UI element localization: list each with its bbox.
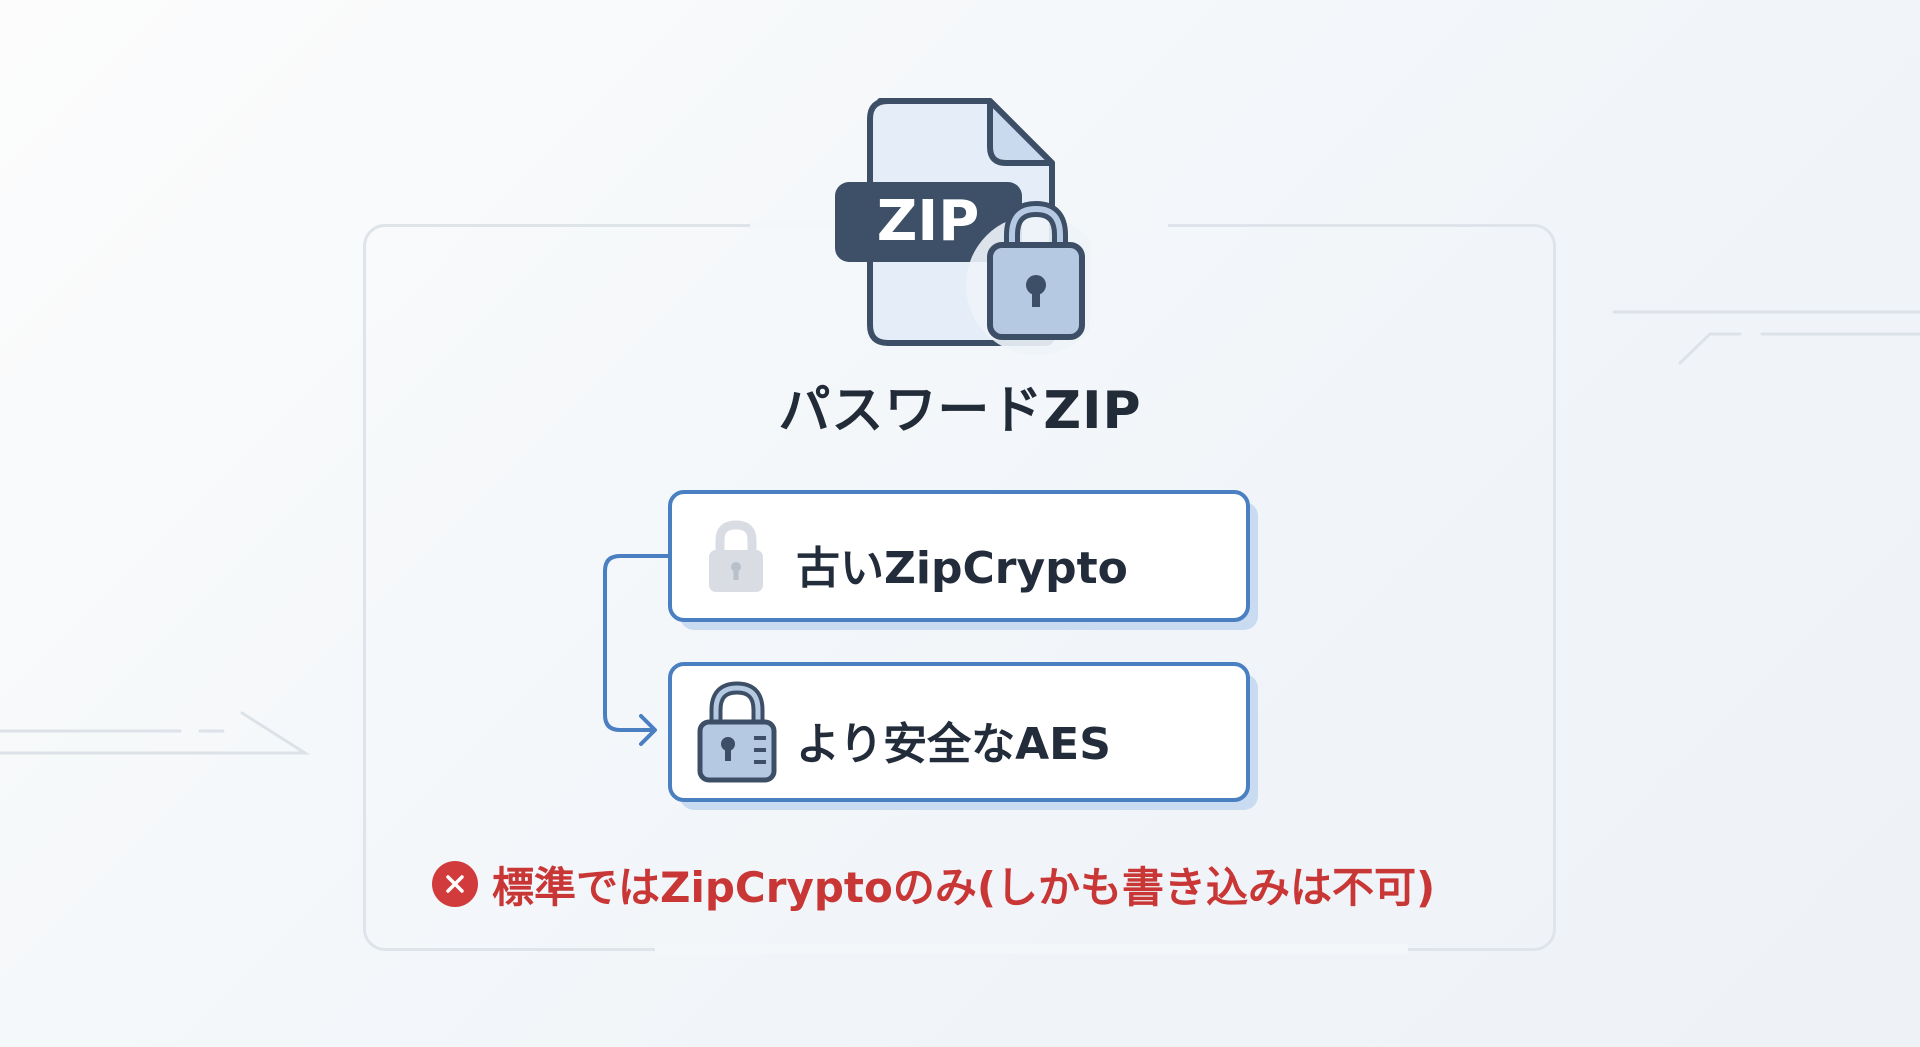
lock-icon-faded [709, 520, 763, 592]
option-label: より安全なAES [796, 719, 1111, 770]
lock-icon-secure [697, 681, 777, 783]
error-x-icon [432, 861, 478, 907]
limitation-note: 標準ではZipCryptoのみ(しかも書き込みは不可) [432, 858, 1435, 912]
zip-file-lock-icon: ZIP [835, 98, 1090, 355]
zip-label: ZIP [877, 189, 979, 254]
option-aes: より安全なAES [668, 662, 1250, 802]
frame-gap-bottom [655, 944, 1408, 954]
upgrade-arrow-connector [603, 554, 670, 746]
option-zipcrypto: 古いZipCrypto [668, 490, 1250, 622]
note-text: 標準ではZipCryptoのみ(しかも書き込みは不可) [492, 862, 1436, 912]
page-title: パスワードZIP [778, 381, 1142, 441]
option-label: 古いZipCrypto [796, 543, 1128, 594]
